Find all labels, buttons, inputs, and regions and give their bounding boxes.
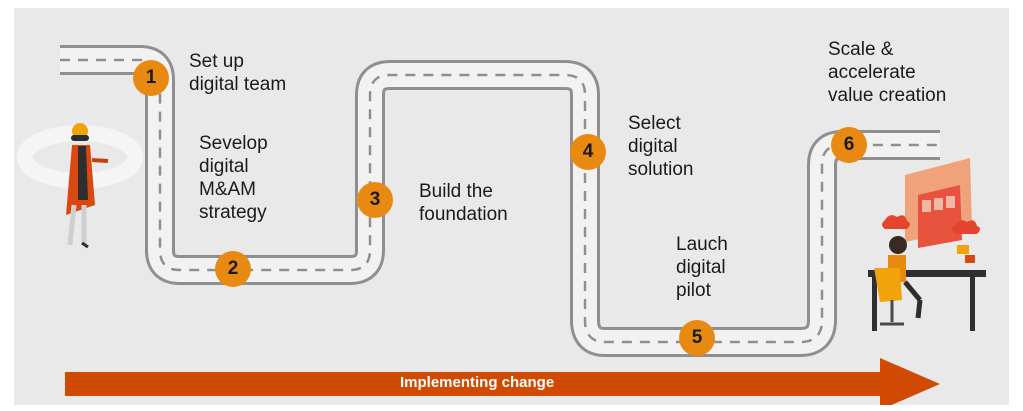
step-2-label: Sevelop digital M&AM strategy [199,133,268,223]
implementing-change-arrow [65,358,940,405]
step-1-label: Set up digital team [189,51,287,95]
step-6-label: Scale & accelerate value creation [828,39,947,106]
step-3-badge: 3 [357,182,393,218]
implementing-change-label: Implementing change [400,374,555,391]
person-with-vr-headset-icon [17,123,143,249]
step-5-label: Lauch digital pilot [676,234,728,301]
step-4-label: Select digital solution [628,113,694,180]
road-path [17,8,986,405]
step-2-badge: 2 [215,251,251,287]
step-1-badge: 1 [133,60,169,96]
step-5-badge: 5 [679,320,715,356]
step-3-label: Build the foundation [419,181,508,225]
person-at-computer-desk-icon [868,158,986,331]
step-4-badge: 4 [570,134,606,170]
roadmap-diagram: Set up digital team Sevelop digital M&AM… [14,8,1009,405]
step-6-badge: 6 [831,127,867,163]
